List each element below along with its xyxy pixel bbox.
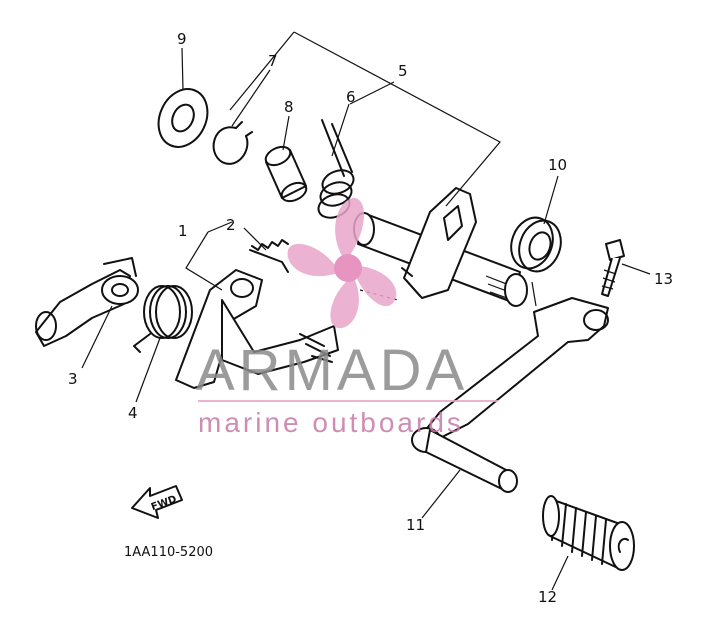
part-7-circlip	[212, 121, 253, 165]
watermark-title: ARMADA	[196, 338, 468, 403]
callout-2: 2	[226, 216, 236, 234]
part-3-lever	[35, 257, 139, 347]
callout-7: 7	[268, 52, 278, 70]
watermark: ARMADA marine outboards	[196, 197, 498, 438]
part-11-shift-pedal	[411, 297, 609, 493]
part-code: 1AA110-5200	[124, 545, 213, 560]
part-1-stopper-assembly	[175, 239, 339, 389]
callout-10: 10	[548, 156, 567, 174]
callout-1: 1	[178, 222, 188, 240]
part-5-shift-shaft	[353, 187, 528, 307]
part-12-rubber	[542, 495, 635, 571]
part-13-bolt	[601, 239, 625, 297]
part-10-oil-seal	[510, 216, 562, 273]
callout-6: 6	[346, 88, 356, 106]
callout-8: 8	[284, 98, 294, 116]
part-4-torsion-spring	[133, 285, 193, 353]
leader-lines	[81, 31, 651, 591]
callout-9: 9	[177, 30, 187, 48]
watermark-subtitle: marine outboards	[198, 407, 464, 438]
forward-arrow-icon: FWD	[131, 485, 183, 519]
propeller-logo-icon	[287, 197, 397, 329]
part-9-washer	[157, 88, 209, 148]
callout-11: 11	[406, 516, 425, 534]
callout-3: 3	[68, 370, 78, 388]
callout-12: 12	[538, 588, 557, 606]
callout-13: 13	[654, 270, 673, 288]
part-8-collar	[264, 145, 308, 203]
callout-4: 4	[128, 404, 138, 422]
callout-5: 5	[398, 62, 408, 80]
